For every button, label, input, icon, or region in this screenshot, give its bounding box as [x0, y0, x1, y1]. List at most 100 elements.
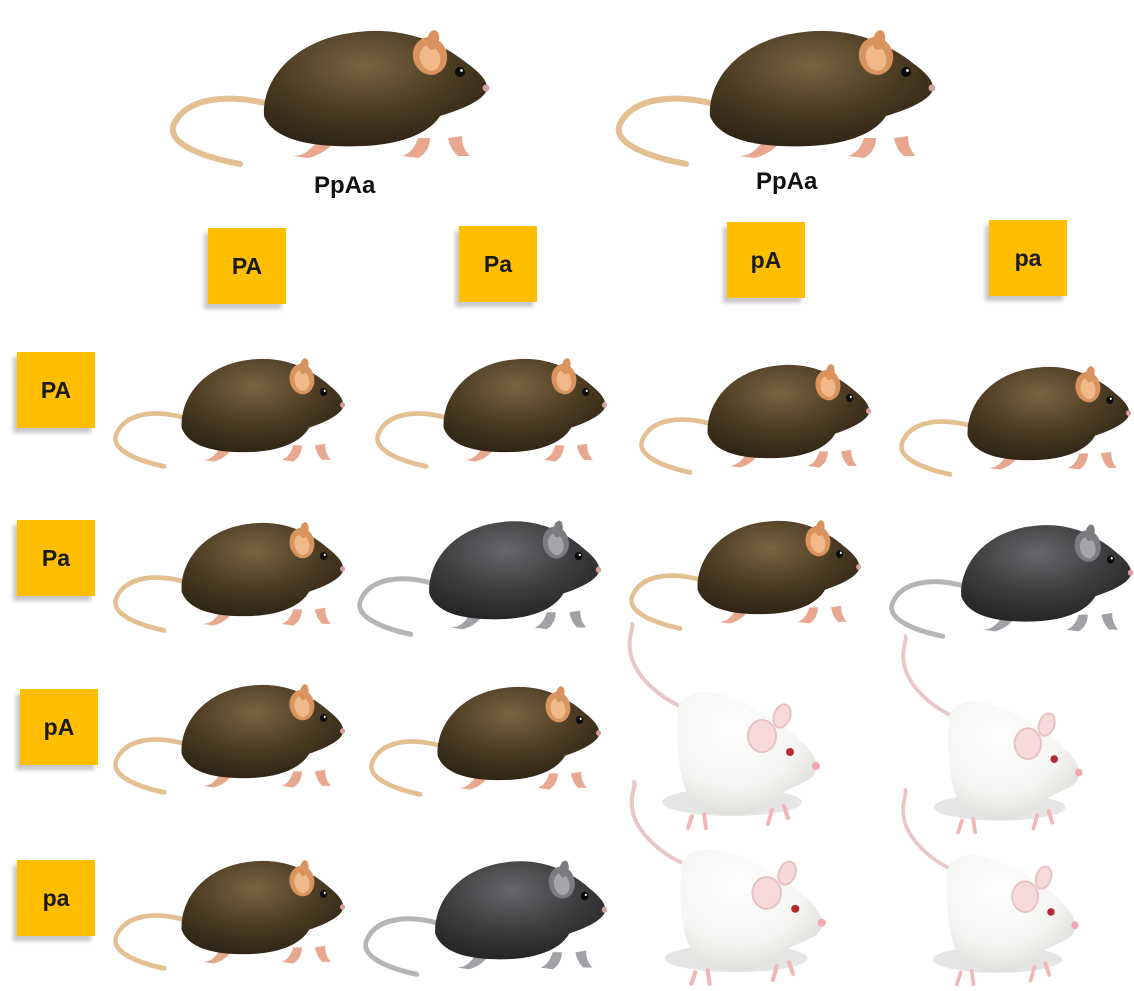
eye-shape [320, 552, 327, 560]
front-foot-shape [831, 606, 847, 622]
body-shape [438, 687, 600, 780]
parent-genotype-1: PpAa [314, 172, 375, 200]
eye-shape [836, 550, 843, 558]
nose-shape [866, 408, 871, 414]
eye-shape [581, 892, 589, 900]
tail-shape [632, 782, 687, 865]
front-foot-shape [448, 136, 470, 156]
ear-shape [748, 720, 776, 752]
front-foot-shape [894, 136, 916, 156]
offspring-r2-c4 [888, 516, 1132, 638]
front-foot-shape [534, 612, 555, 629]
eye-shape [575, 552, 583, 560]
offspring-r3-c2 [368, 678, 600, 796]
eye-shape [455, 67, 465, 77]
front-foot-shape [1102, 613, 1119, 630]
eye-shape [320, 890, 327, 898]
eye-glint-shape [460, 69, 463, 72]
parent-mouse-2 [614, 20, 934, 166]
nose-shape [1128, 570, 1133, 576]
body-shape [435, 861, 605, 959]
front-foot-shape [315, 444, 331, 460]
nose-shape [483, 85, 490, 92]
tail-shape [115, 414, 190, 467]
body-shape [710, 31, 933, 146]
row-gamete-4: pa [17, 860, 95, 936]
eye-glint-shape [906, 69, 909, 72]
eye-glint-shape [324, 390, 326, 392]
front-foot-shape [798, 607, 818, 623]
tail-shape [115, 740, 190, 793]
nose-shape [602, 907, 607, 913]
nose-shape [856, 564, 861, 570]
nose-shape [596, 567, 601, 573]
offspring-r2-c2 [356, 512, 600, 636]
offspring-r4-c2 [362, 852, 606, 976]
body-shape [182, 359, 344, 452]
front-foot-shape [570, 611, 587, 628]
row-gamete-3: pA [20, 689, 98, 765]
parent-mouse-1 [168, 20, 488, 166]
front-foot-shape [315, 608, 331, 624]
nose-shape [1071, 921, 1078, 929]
tail-shape [115, 916, 190, 969]
front-foot-shape [544, 445, 564, 461]
offspring-r1-c4 [898, 358, 1130, 476]
eye-glint-shape [850, 396, 852, 398]
nose-shape [340, 566, 345, 572]
body-shape [182, 685, 344, 778]
nose-shape [340, 904, 345, 910]
front-foot-shape [315, 770, 331, 786]
eye-shape [1047, 908, 1054, 916]
nose-shape [818, 919, 826, 927]
tail-shape [630, 624, 684, 708]
eye-shape [1050, 755, 1058, 763]
tail-shape [115, 578, 190, 631]
eye-glint-shape [579, 554, 581, 556]
front-foot-shape [848, 138, 876, 158]
tail-shape [892, 582, 971, 637]
nose-shape [929, 85, 936, 92]
front-foot-shape [808, 451, 828, 467]
eye-glint-shape [324, 554, 326, 556]
offspring-r2-c1 [112, 514, 344, 632]
front-foot-shape [1068, 453, 1088, 469]
eye-shape [582, 388, 589, 396]
tail-shape [903, 790, 953, 870]
nose-shape [340, 402, 345, 408]
eye-glint-shape [1110, 398, 1112, 400]
body-shape [429, 521, 599, 619]
front-foot-shape [540, 952, 561, 969]
eye-glint-shape [585, 894, 587, 896]
eye-shape [791, 905, 799, 913]
body-shape [698, 521, 860, 614]
offspring-r1-c1 [112, 350, 344, 468]
eye-glint-shape [840, 552, 842, 554]
offspring-r1-c3 [638, 356, 870, 474]
body-shape [264, 31, 487, 146]
nose-shape [812, 762, 820, 770]
front-foot-shape [571, 772, 587, 788]
front-foot-shape [577, 444, 593, 460]
tail-shape [371, 742, 446, 795]
eye-shape [846, 394, 853, 402]
front-foot-shape [841, 450, 857, 466]
ear-shape [1015, 728, 1041, 759]
tail-shape [903, 636, 954, 717]
eye-glint-shape [586, 390, 588, 392]
eye-shape [320, 388, 327, 396]
column-gamete-4: pa [989, 220, 1067, 296]
offspring-r1-c2 [374, 350, 606, 468]
nose-shape [1126, 410, 1131, 416]
tail-shape [619, 99, 722, 164]
column-gamete-1: PA [208, 228, 286, 304]
eye-shape [1107, 555, 1115, 563]
tail-shape [631, 576, 706, 629]
eye-glint-shape [1111, 557, 1113, 559]
front-foot-shape [1101, 452, 1117, 468]
front-foot-shape [315, 946, 331, 962]
tail-shape [366, 919, 445, 975]
nose-shape [340, 728, 345, 734]
front-foot-shape [1066, 615, 1087, 632]
front-foot-shape [282, 445, 302, 461]
